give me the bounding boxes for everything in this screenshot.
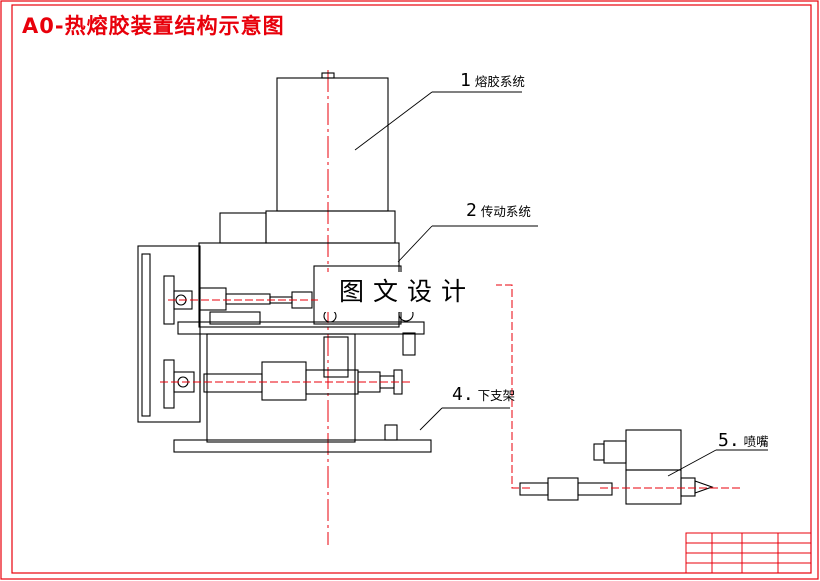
label-text: 喷嘴 <box>743 434 769 449</box>
label-text: 下支架 <box>477 388 516 403</box>
inner-border <box>11 4 812 574</box>
label-transmission-system: 2 传动系统 <box>466 200 531 221</box>
label-nozzle: 5. 喷嘴 <box>718 430 769 451</box>
melting-system <box>265 72 396 244</box>
title-block <box>685 532 812 574</box>
label-text: 熔胶系统 <box>474 74 525 89</box>
label-number: 4. <box>452 384 474 405</box>
watermark: 图文设计 <box>318 272 496 312</box>
label-number: 2 <box>466 200 477 221</box>
leader-lines <box>354 91 768 477</box>
flow-line <box>160 284 740 489</box>
label-text: 传动系统 <box>480 204 531 219</box>
drawing-title: A0-热熔胶装置结构示意图 <box>22 14 285 38</box>
nozzle-assembly <box>519 429 714 505</box>
label-melting-system: 1 熔胶系统 <box>460 70 525 91</box>
label-lower-bracket: 4. 下支架 <box>452 384 515 405</box>
label-number: 5. <box>718 430 740 451</box>
label-number: 1 <box>460 70 471 91</box>
